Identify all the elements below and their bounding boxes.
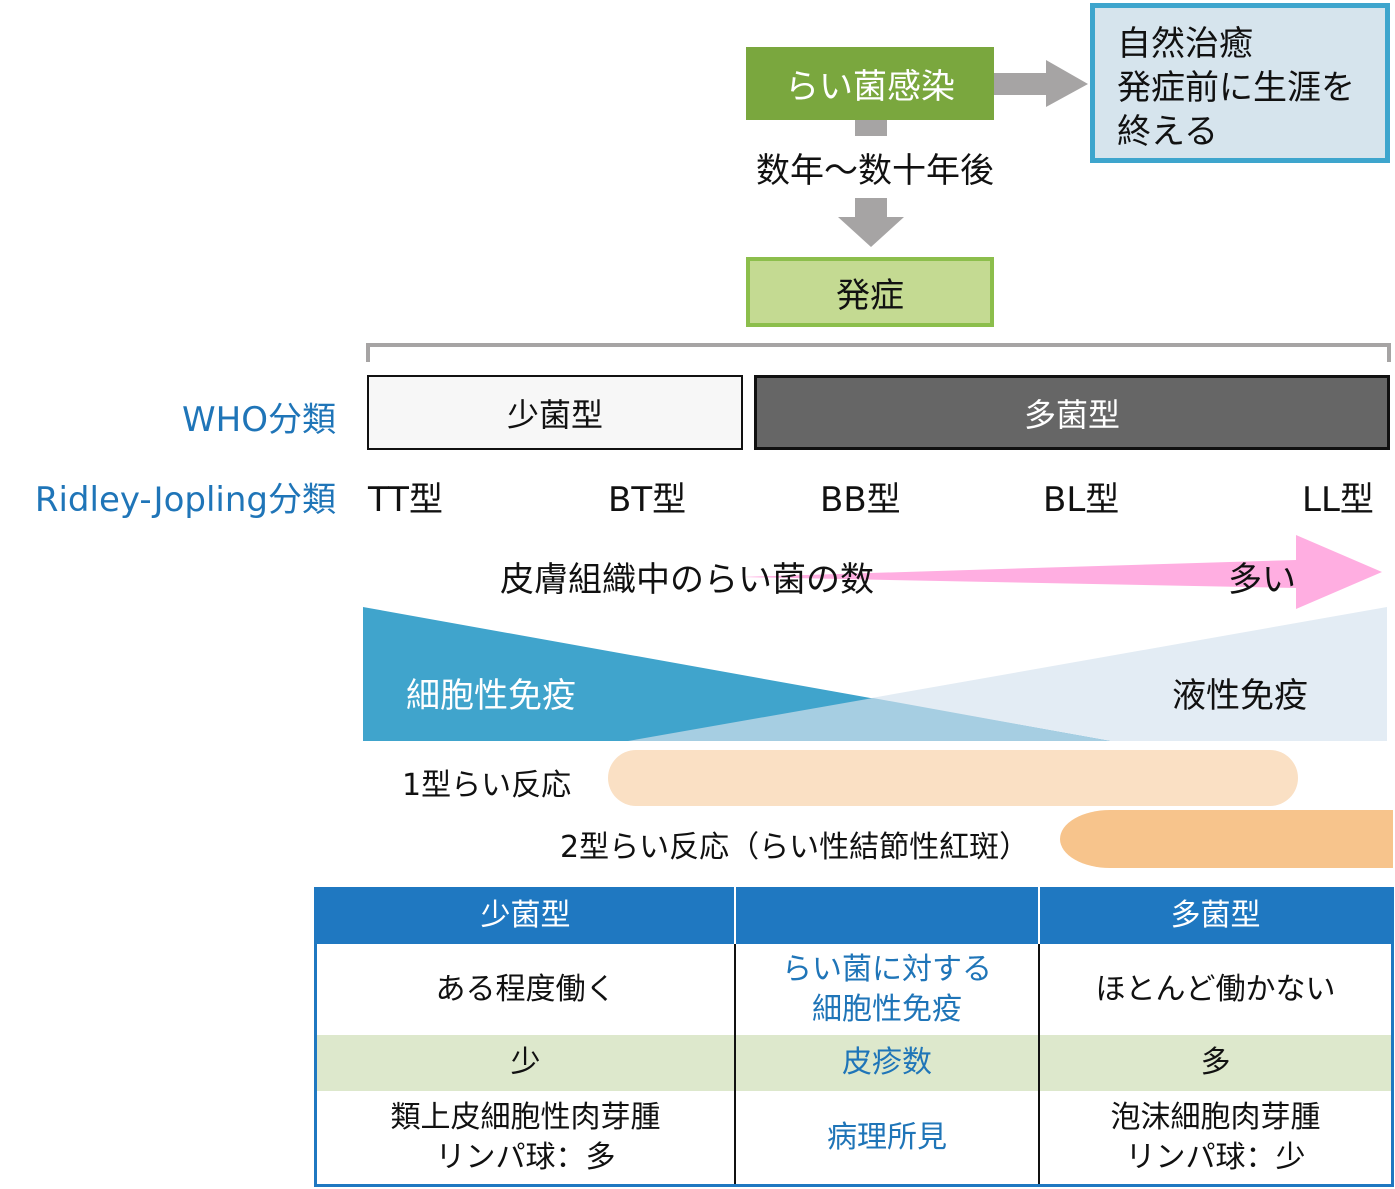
type2-reaction-label: 2型らい反応（らい性結節性紅斑） bbox=[560, 830, 1030, 865]
rj-type-ll: LL型 bbox=[1302, 480, 1374, 520]
row-label-lesions: 皮疹数 bbox=[736, 1035, 1040, 1091]
comparison-table: 少菌型 多菌型 ある程度働く らい菌に対する 細胞性免疫 ほとんど働かない 少 … bbox=[314, 887, 1394, 1187]
table-row: ある程度働く らい菌に対する 細胞性免疫 ほとんど働かない bbox=[317, 944, 1391, 1035]
bracket bbox=[366, 343, 1391, 362]
years-label: 数年〜数十年後 bbox=[756, 151, 994, 191]
row-label-cmi-line-1: らい菌に対する bbox=[782, 951, 992, 987]
multibacillary-box: 多菌型 bbox=[754, 375, 1390, 450]
cell-pb-pathology-line-2: リンパ球：多 bbox=[435, 1139, 616, 1175]
bacteria-many-label: 多い bbox=[1228, 560, 1296, 600]
arrow-down-stem-top bbox=[855, 120, 887, 136]
who-classification-label: WHO分類 bbox=[182, 400, 336, 440]
bacteria-count-label: 皮膚組織中のらい菌の数 bbox=[500, 560, 874, 600]
onset-box: 発症 bbox=[746, 257, 994, 327]
arrow-to-heal-shaft bbox=[994, 73, 1046, 95]
natural-heal-line-2: 発症前に生涯を bbox=[1117, 68, 1355, 108]
rj-type-tt: TT型 bbox=[368, 480, 443, 520]
paucibacillary-box: 少菌型 bbox=[367, 375, 743, 450]
table-row: 類上皮細胞性肉芽腫 リンパ球：多 病理所見 泡沫細胞肉芽腫 リンパ球：少 bbox=[317, 1091, 1391, 1184]
cell-mb-lesions: 多 bbox=[1200, 1045, 1231, 1080]
header-blank bbox=[736, 887, 1040, 944]
table-row: 少 皮疹数 多 bbox=[317, 1035, 1391, 1091]
header-multibacillary: 多菌型 bbox=[1170, 897, 1261, 933]
rj-type-bt: BT型 bbox=[608, 480, 687, 520]
paucibacillary-label: 少菌型 bbox=[506, 395, 603, 434]
table-header-row: 少菌型 多菌型 bbox=[317, 887, 1391, 944]
cell-mb-pathology-line-2: リンパ球：少 bbox=[1125, 1139, 1306, 1175]
type1-reaction-label: 1型らい反応 bbox=[402, 768, 572, 803]
arrow-to-heal-head bbox=[1046, 60, 1088, 107]
cmi-label: 細胞性免疫 bbox=[406, 676, 576, 716]
cell-pb-pathology: 類上皮細胞性肉芽腫 リンパ球：多 bbox=[317, 1091, 736, 1184]
cell-pb-cmi: ある程度働く bbox=[317, 944, 736, 1035]
ridley-jopling-label: Ridley-Jopling分類 bbox=[34, 480, 336, 520]
multibacillary-label: 多菌型 bbox=[1023, 395, 1120, 434]
rj-type-bb: BB型 bbox=[820, 480, 901, 520]
arrow-down-stem bbox=[855, 198, 887, 218]
infection-label: らい菌感染 bbox=[785, 67, 955, 107]
bacteria-arrow bbox=[740, 535, 1382, 609]
row-label-cmi-line-2: 細胞性免疫 bbox=[812, 991, 962, 1027]
rj-type-bl: BL型 bbox=[1043, 480, 1120, 520]
row-label-cmi: らい菌に対する 細胞性免疫 bbox=[736, 944, 1040, 1035]
cell-mb-cmi: ほとんど働かない bbox=[1095, 971, 1336, 1007]
cell-mb-pathology-line-1: 泡沫細胞肉芽腫 bbox=[1110, 1099, 1321, 1135]
header-paucibacillary: 少菌型 bbox=[317, 887, 736, 944]
humoral-immunity-label: 液性免疫 bbox=[1172, 676, 1308, 716]
immunity-overlap bbox=[628, 698, 1110, 741]
cell-mb-pathology: 泡沫細胞肉芽腫 リンパ球：少 bbox=[1040, 1091, 1391, 1184]
arrow-down-head bbox=[838, 217, 904, 247]
type1-reaction-bar bbox=[608, 750, 1298, 806]
natural-heal-line-3: 終える bbox=[1117, 112, 1218, 152]
onset-label: 発症 bbox=[836, 275, 904, 316]
type2-reaction-bar bbox=[1060, 810, 1393, 868]
cell-pb-pathology-line-1: 類上皮細胞性肉芽腫 bbox=[390, 1099, 661, 1135]
cell-pb-lesions: 少 bbox=[317, 1035, 736, 1091]
natural-heal-box: 自然治癒 発症前に生涯を 終える bbox=[1090, 3, 1390, 163]
natural-heal-line-1: 自然治癒 bbox=[1117, 24, 1253, 64]
row-label-pathology: 病理所見 bbox=[736, 1091, 1040, 1184]
infection-box: らい菌感染 bbox=[746, 47, 994, 120]
